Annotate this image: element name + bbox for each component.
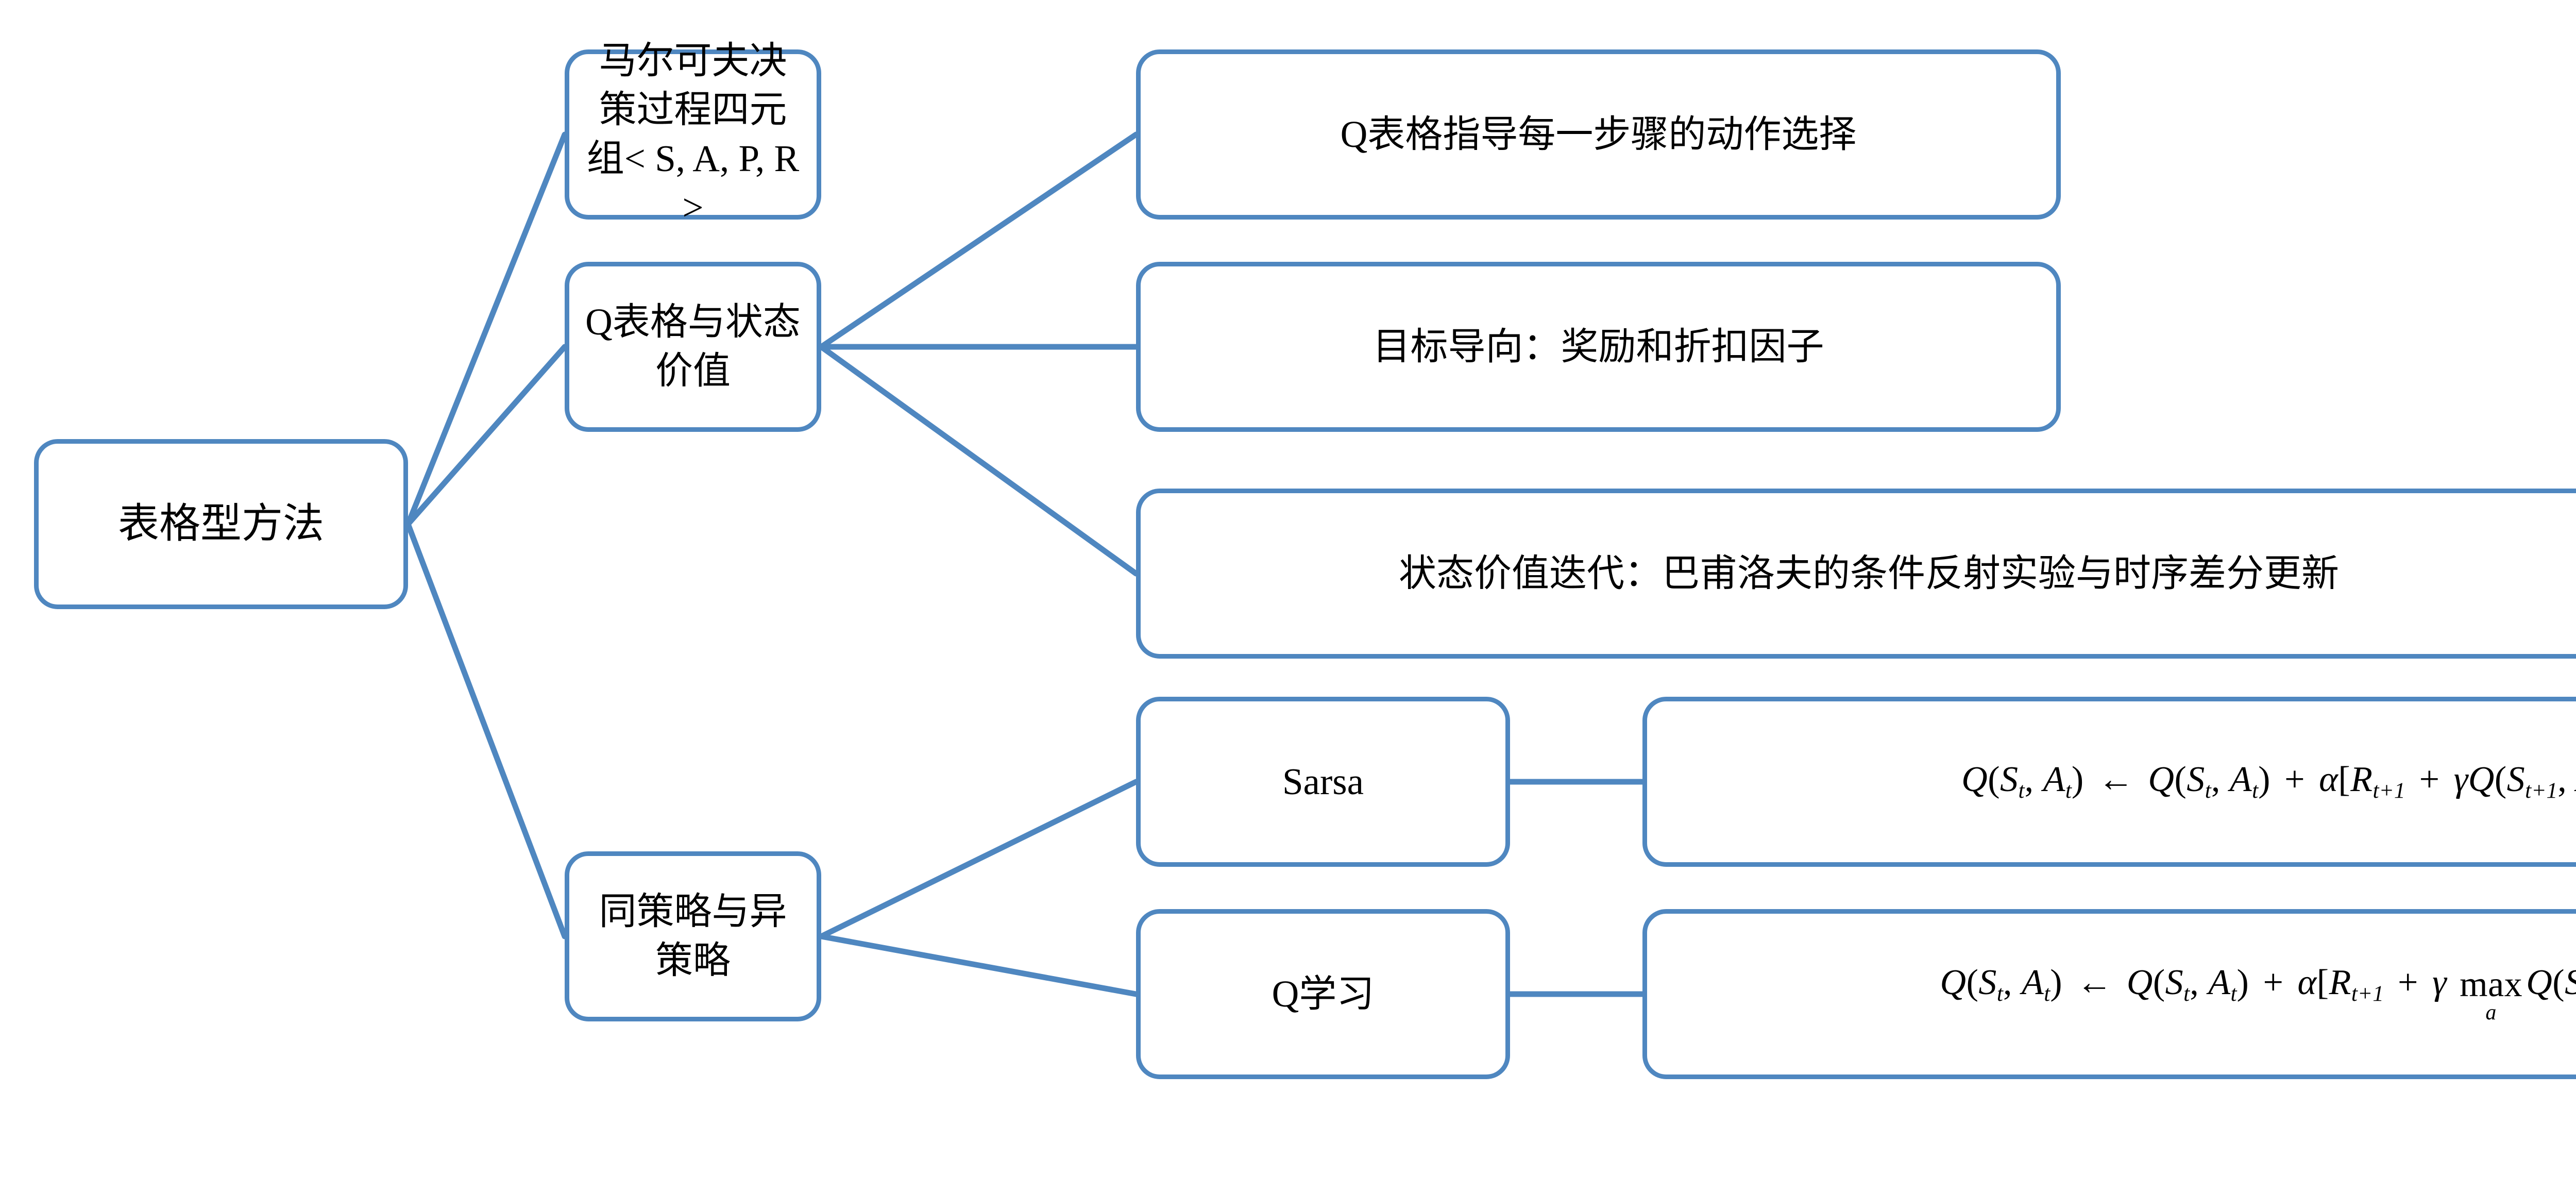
node-root[interactable]: 表格型方法 [34,439,408,609]
sym-t: t [2230,981,2237,1006]
node-sarsa[interactable]: Sarsa [1136,697,1510,867]
node-root-label: 表格型方法 [118,501,324,547]
sym-arrow: ← [2097,759,2134,799]
edge-qtable-to-leaf-3 [818,344,1139,577]
sym-A: A [2229,759,2252,799]
node-leaf-2-label: 目标导向：奖励和折扣因子 [1372,325,1824,367]
sym-max: max [2460,964,2523,1004]
sym-t-plus-1: t+1 [2372,778,2405,803]
node-formula-sarsa[interactable]: Q(St, At) ← Q(St, At) + α[Rt+1 + γQ(St+1… [1642,697,2576,867]
sym-S: S [2000,759,2019,799]
sym-t: t [2252,778,2259,803]
sym-Q: Q [1961,759,1988,799]
sym-paren-close: ) [2050,963,2063,1003]
sym-comma: , [2024,759,2034,799]
node-qlearn-label: Q学习 [1272,972,1375,1015]
node-q-learning[interactable]: Q学习 [1136,909,1510,1079]
node-leaf-3-label: 状态价值迭代：巴甫洛夫的条件反射实验与时序差分更新 [1399,552,2339,594]
sym-Q: Q [2126,963,2153,1003]
sym-t-plus-1: t+1 [2351,981,2384,1006]
node-leaf-1-label: Q表格指导每一步骤的动作选择 [1340,113,1857,155]
sym-Q: Q [2468,759,2495,799]
sym-t: t [2183,981,2190,1006]
node-policy[interactable]: 同策略与异策略 [565,851,821,1021]
node-policy-label: 同策略与异策略 [599,891,787,981]
sym-R: R [2350,759,2373,799]
sym-S: S [2165,963,2184,1003]
sym-bracket-open: [ [2338,759,2351,799]
node-goal-oriented-reward-discount[interactable]: 目标导向：奖励和折扣因子 [1136,262,2061,432]
sym-S: S [2506,759,2526,799]
sym-t: t [2044,981,2050,1006]
sym-plus: + [2263,963,2284,1003]
node-qtable[interactable]: Q表格与状态价值 [565,262,821,432]
sym-paren-close: ) [2258,759,2270,799]
edge-policy-to-qlearn [818,933,1139,997]
sym-t: t [1996,981,2003,1006]
sym-paren-close: ) [2236,963,2249,1003]
edge-root-to-policy [405,521,568,939]
sym-gamma: γ [2432,963,2447,1003]
sym-comma: , [2557,759,2567,799]
sym-alpha: α [2297,963,2317,1003]
sym-Q: Q [2148,759,2175,799]
node-mdp-label: 马尔可夫决策过程四元组< S, A, P, R > [586,40,800,228]
node-mdp[interactable]: 马尔可夫决策过程四元组< S, A, P, R > [565,40,821,228]
sym-plus: + [2397,963,2418,1003]
edge-qtable-to-leaf-1 [818,131,1139,350]
formula-sarsa-expression: Q(St, At) ← Q(St, At) + α[Rt+1 + γQ(St+1… [1961,759,2576,803]
sym-paren-open: ( [1988,759,2001,799]
sym-A: A [2208,963,2231,1003]
sym-t: t [2205,778,2211,803]
sym-paren-open: ( [2494,759,2507,799]
sym-gamma: γ [2453,759,2468,799]
sym-R: R [2329,963,2351,1003]
sym-A: A [2021,963,2044,1003]
sym-S: S [2187,759,2205,799]
sym-paren-open: ( [2153,963,2165,1003]
sym-S: S [2565,963,2576,1002]
sym-bracket-open: [ [2316,963,2329,1003]
sym-paren-open: ( [1966,963,1979,1003]
sym-t: t [2018,778,2025,803]
node-q-table-action-selection[interactable]: Q表格指导每一步骤的动作选择 [1136,49,2061,220]
sym-comma: , [2003,963,2012,1003]
node-qtable-label: Q表格与状态价值 [585,301,801,392]
sym-t: t [2065,778,2072,803]
sym-arrow: ← [2076,963,2113,1003]
sym-Q: Q [1940,963,1967,1003]
sym-paren-open: ( [2174,759,2187,799]
edge-policy-to-sarsa [818,779,1139,939]
edge-root-to-qtable [405,344,568,527]
sym-plus: + [2419,759,2440,799]
sym-paren-open: ( [2552,963,2565,1003]
node-state-value-iteration[interactable]: 状态价值迭代：巴甫洛夫的条件反射实验与时序差分更新 [1136,489,2576,659]
sym-t-plus-1: t+1 [2525,778,2558,803]
sym-S: S [1978,963,1997,1003]
node-sarsa-label: Sarsa [1282,760,1364,802]
sym-plus: + [2284,759,2306,799]
sym-paren-close: ) [2071,759,2084,799]
sym-Q: Q [2526,963,2553,1003]
sym-comma: , [2211,759,2221,799]
sym-max-subscript-a: a [2485,1000,2497,1025]
sym-comma: , [2190,963,2199,1003]
sym-alpha: α [2319,759,2338,799]
sym-A: A [2043,759,2065,799]
edge-root-to-mdp [405,131,568,527]
